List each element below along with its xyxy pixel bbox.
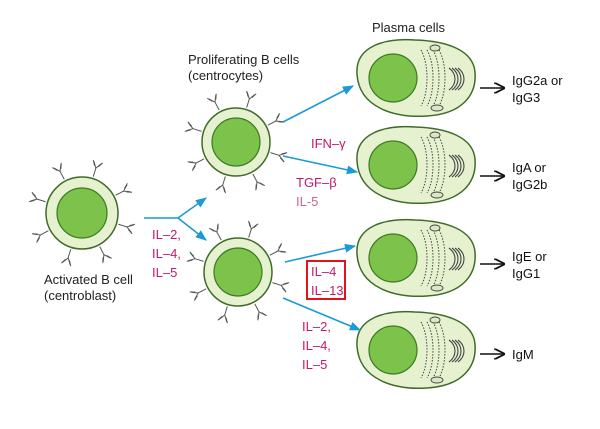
vesicle: [429, 131, 441, 139]
antibody-icon: [207, 93, 220, 111]
cytokine-group-highlighted: IL–4 IL–13: [311, 264, 344, 298]
antibody-icon: [115, 183, 133, 196]
output-label-4: IgM: [512, 347, 534, 362]
cytokine-group-first: IL–2, IL–4, IL–5: [152, 227, 181, 280]
arrow-to-plasma-3: [284, 243, 357, 263]
antibody-icon: [270, 152, 288, 163]
antibody-icon: [267, 113, 285, 126]
cytokine-group-last: IL–2, IL–4, IL–5: [302, 319, 331, 372]
plasma-nucleus: [368, 233, 418, 283]
antibody-icon: [52, 162, 65, 180]
mitochondrion: [430, 104, 444, 112]
plasma-nucleus: [368, 325, 418, 375]
antibody-icon: [118, 223, 136, 235]
antibody-icon: [186, 251, 204, 262]
proliferating-title-line2: (centrocytes): [188, 68, 264, 83]
antibody-icon: [215, 176, 226, 194]
proliferating-b-cell-upper: [184, 90, 288, 194]
plasma-cell-2: [356, 125, 476, 204]
antibody-icon: [184, 121, 202, 132]
antibody-icon: [31, 230, 49, 243]
arrow-to-plasma-2: [282, 155, 359, 175]
proliferating-b-cell-lower: [186, 220, 290, 324]
endoplasmic-reticulum: [420, 321, 446, 379]
mitochondrion: [430, 191, 444, 199]
mitochondrion: [430, 284, 444, 292]
antibody-icon: [189, 288, 207, 301]
activated-title-line1: Activated B cell: [44, 272, 133, 287]
plasma-cell-4: [356, 310, 476, 389]
arrow-to-plasma-1: [282, 85, 354, 123]
plasma-cell-1: [356, 38, 476, 117]
highlight-box: [306, 260, 346, 300]
plasma-nucleus: [368, 140, 418, 190]
endoplasmic-reticulum: [420, 136, 446, 194]
antibody-icon: [246, 90, 257, 108]
arrow-split-to-upper: [177, 197, 207, 219]
golgi-apparatus: [448, 154, 465, 178]
plasma-cell-3: [356, 218, 476, 297]
antibody-icon: [269, 243, 287, 256]
proliferating-title-line1: Proliferating B cells: [188, 52, 300, 67]
plasma-cells-title: Plasma cells: [372, 20, 445, 35]
golgi-apparatus: [448, 67, 465, 91]
antibody-icon: [254, 303, 267, 321]
arrow-split-to-lower: [177, 217, 207, 241]
antibody-icon: [272, 282, 290, 293]
antibody-icon: [187, 158, 205, 171]
endoplasmic-reticulum: [420, 49, 446, 107]
activated-b-cell: [28, 159, 136, 267]
arrow-to-plasma-4: [282, 297, 362, 331]
endoplasmic-reticulum: [420, 229, 446, 287]
differentiation-arrows: [144, 85, 362, 331]
mitochondrion: [430, 376, 444, 384]
antibody-icon: [28, 191, 46, 203]
antibody-icon: [209, 223, 222, 241]
cytokine-ifn: IFN–γ: [311, 136, 346, 151]
antibody-icon: [92, 159, 104, 177]
vesicle: [429, 44, 441, 52]
vesicle: [429, 316, 441, 324]
vesicle: [429, 224, 441, 232]
golgi-apparatus: [448, 247, 465, 271]
antibody-icon: [60, 249, 72, 267]
output-arrows: [480, 88, 504, 354]
antibody-icon: [248, 220, 259, 238]
cytokine-group-tgf: TGF–β IL-5: [296, 175, 337, 209]
golgi-apparatus: [448, 339, 465, 363]
antibody-icon: [217, 306, 228, 324]
activated-title-line2: (centroblast): [44, 288, 117, 303]
plasma-nucleus: [368, 53, 418, 103]
antibody-icon: [252, 173, 265, 191]
antibody-icon: [99, 246, 112, 264]
